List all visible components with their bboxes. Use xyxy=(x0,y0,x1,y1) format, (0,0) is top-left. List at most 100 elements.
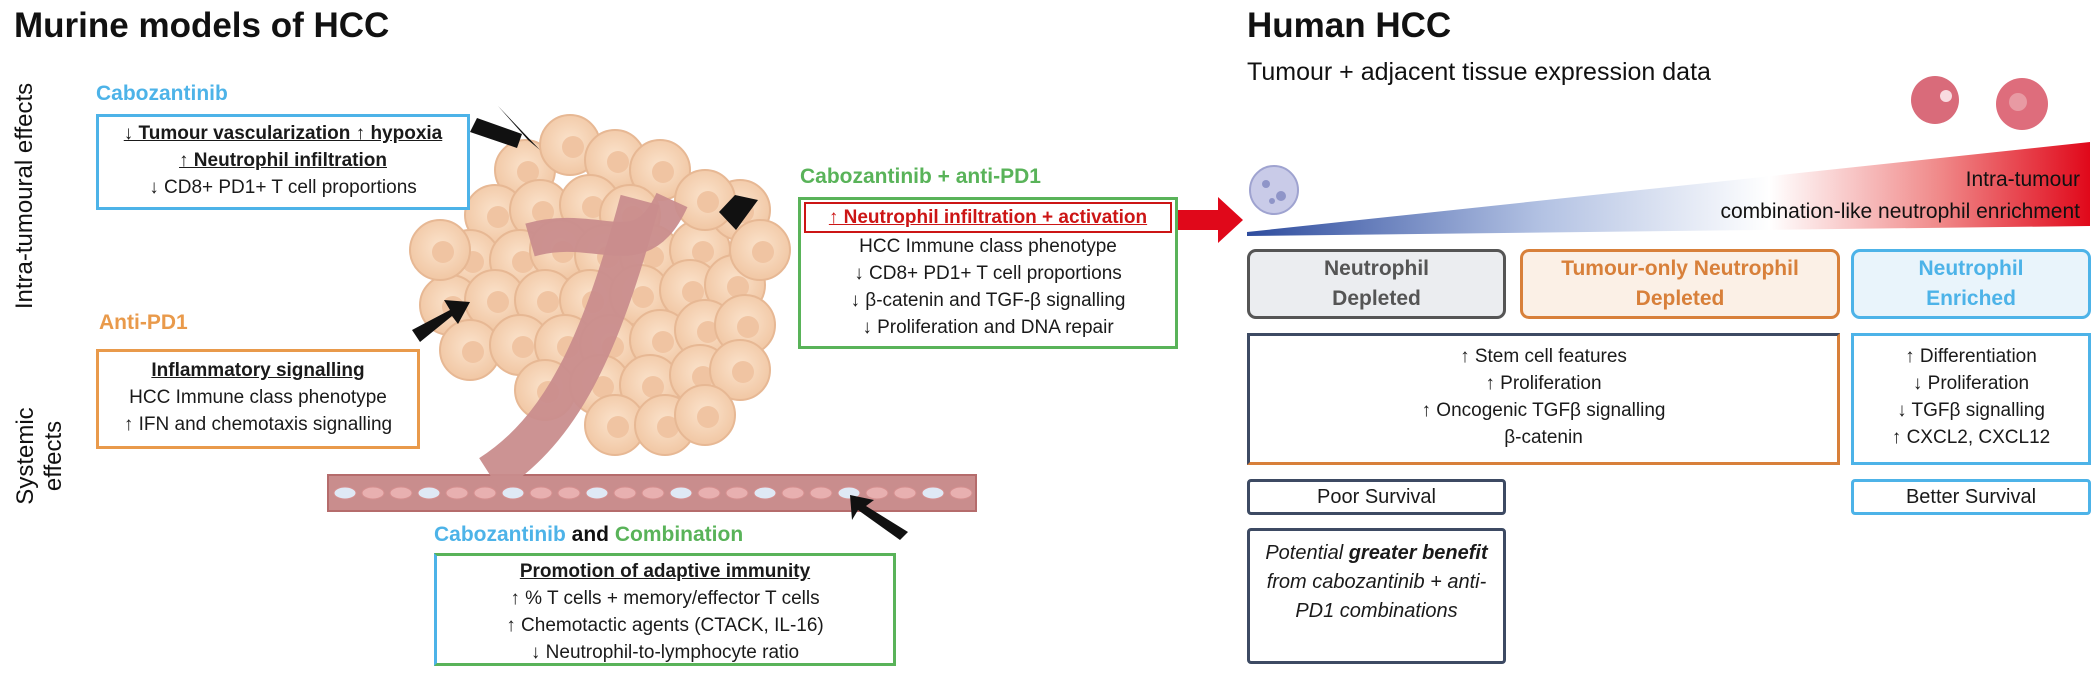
human-title: Human HCC xyxy=(1247,6,1452,45)
category-1-line-1: Neutrophil xyxy=(1324,257,1429,280)
systemic-line-2: ↑ % T cells + memory/effector T cells xyxy=(510,588,820,609)
blood-cell xyxy=(725,486,749,500)
cabozantinib-header: Cabozantinib xyxy=(96,82,228,105)
depleted-feature-3: ↑ Oncogenic TGFβ signalling xyxy=(1421,400,1666,421)
poor-survival-box: Poor Survival xyxy=(1247,479,1506,515)
cabozantinib-line-3: ↓ CD8+ PD1+ T cell proportions xyxy=(149,177,417,198)
blood-cell xyxy=(865,486,889,500)
blood-cell xyxy=(333,486,357,500)
enriched-feature-2: ↓ Proliferation xyxy=(1912,373,2030,394)
tumour-cell-nucleus xyxy=(582,196,604,218)
category-tumour-only-depleted: Tumour-only Neutrophil Depleted xyxy=(1520,249,1840,319)
human-subtitle: Tumour + adjacent tissue expression data xyxy=(1247,58,1711,86)
combo-line-2: HCC Immune class phenotype xyxy=(859,236,1117,257)
tumour-cell-nucleus xyxy=(632,286,654,308)
systemic-header-cabozantinib: Cabozantinib xyxy=(434,523,566,546)
blood-cell xyxy=(389,486,413,500)
systemic-box: Promotion of adaptive immunity ↑ % T cel… xyxy=(434,553,896,666)
blood-cell xyxy=(669,486,693,500)
gradient-label-1: Intra-tumour xyxy=(1965,168,2080,191)
blood-cell xyxy=(809,486,833,500)
tumour-cell-nucleus xyxy=(642,246,664,268)
tumour-cell-nucleus xyxy=(432,241,454,263)
blood-cell xyxy=(753,486,777,500)
tumour-cell-nucleus xyxy=(697,191,719,213)
benefit-text-1: Potential xyxy=(1265,542,1349,564)
benefit-text-3: from cabozantinib + anti-PD1 combination… xyxy=(1266,571,1487,622)
systemic-line-4: ↓ Neutrophil-to-lymphocyte ratio xyxy=(530,642,800,663)
combo-box: ↑ Neutrophil infiltration + activation H… xyxy=(798,197,1178,349)
depleted-feature-1: ↑ Stem cell features xyxy=(1460,346,1627,367)
blood-cell xyxy=(893,486,917,500)
arrow-icon xyxy=(470,106,540,150)
systemic-header-and: and xyxy=(565,523,615,546)
cabozantinib-line-1: ↓ Tumour vascularization ↑ hypoxia xyxy=(123,123,443,144)
tumour-cell-nucleus xyxy=(562,136,584,158)
blood-cell xyxy=(781,486,805,500)
arrow-icon xyxy=(850,495,908,540)
category-3-line-2: Enriched xyxy=(1926,287,2016,310)
tumour-cell-nucleus xyxy=(592,376,614,398)
cabozantinib-box: ↓ Tumour vascularization ↑ hypoxia ↑ Neu… xyxy=(96,114,470,210)
category-1-line-2: Depleted xyxy=(1332,287,1421,310)
tumour-cell-nucleus xyxy=(657,416,679,438)
blood-cell xyxy=(613,486,637,500)
blood-cell xyxy=(417,486,441,500)
tumour-cell-nucleus xyxy=(512,251,534,273)
depleted-feature-2: ↑ Proliferation xyxy=(1485,373,1602,394)
benefit-text-2: greater benefit xyxy=(1348,542,1488,564)
tumour-cell-nucleus xyxy=(487,291,509,313)
tumour-cell-nucleus xyxy=(537,291,559,313)
category-neutrophil-enriched: Neutrophil Enriched xyxy=(1851,249,2091,319)
blood-cell xyxy=(361,486,385,500)
anti-pd1-line-2: HCC Immune class phenotype xyxy=(129,387,387,408)
better-survival-box: Better Survival xyxy=(1851,479,2091,515)
enriched-feature-4: ↑ CXCL2, CXCL12 xyxy=(1891,427,2051,448)
tumour-cell-nucleus xyxy=(697,321,719,343)
blood-cell xyxy=(501,486,525,500)
tumour-cell-nucleus xyxy=(607,151,629,173)
enriched-features-box: ↑ Differentiation ↓ Proliferation ↓ TGFβ… xyxy=(1851,333,2091,465)
category-2-line-2: Depleted xyxy=(1635,287,1725,310)
combo-header: Cabozantinib + anti-PD1 xyxy=(800,165,1041,188)
benefit-box: Potential greater benefit from cabozanti… xyxy=(1247,528,1506,664)
enrichment-gradient xyxy=(1247,142,2090,236)
blood-cell xyxy=(949,486,973,500)
arrow-icon xyxy=(719,195,758,230)
anti-pd1-line-1: Inflammatory signalling xyxy=(151,360,365,381)
arrow-icon xyxy=(412,300,470,342)
blood-cell xyxy=(697,486,721,500)
tumour-cell-nucleus xyxy=(642,376,664,398)
gradient-label-2: combination-like neutrophil enrichment xyxy=(1720,200,2080,223)
blood-cell xyxy=(585,486,609,500)
anti-pd1-header: Anti-PD1 xyxy=(99,311,188,334)
neutrophil-icon xyxy=(1249,165,1299,215)
gradient-label: Intra-tumour combination-like neutrophil… xyxy=(1600,164,2080,228)
enriched-feature-3: ↓ TGFβ signalling xyxy=(1897,400,2045,421)
tumour-cell-nucleus xyxy=(652,161,674,183)
category-2-line-1: Tumour-only Neutrophil xyxy=(1561,257,1799,280)
combo-line-1: ↑ Neutrophil infiltration + activation xyxy=(804,202,1172,233)
tumour-cell-nucleus xyxy=(607,416,629,438)
tumour-cell-nucleus xyxy=(697,406,719,428)
tumour-cell-nucleus xyxy=(732,361,754,383)
systemic-line-3: ↑ Chemotactic agents (CTACK, IL-16) xyxy=(506,615,824,636)
tumour-cell-nucleus xyxy=(652,331,674,353)
systemic-line-1: Promotion of adaptive immunity xyxy=(519,561,811,582)
combo-line-3: ↓ CD8+ PD1+ T cell proportions xyxy=(854,263,1122,284)
anti-pd1-line-3: ↑ IFN and chemotaxis signalling xyxy=(123,414,393,435)
tumour-cell-nucleus xyxy=(682,281,704,303)
tumour-cell-nucleus xyxy=(752,241,774,263)
blood-cell xyxy=(557,486,581,500)
blood-cell xyxy=(445,486,469,500)
combo-line-4: ↓ β-catenin and TGF-β signalling xyxy=(850,290,1126,311)
blood-cell xyxy=(921,486,945,500)
tumour-cell-nucleus xyxy=(512,336,534,358)
blood-cell xyxy=(473,486,497,500)
tumour-cell-nucleus xyxy=(727,276,749,298)
systemic-header-combination: Combination xyxy=(614,523,744,546)
tumour-cell-nucleus xyxy=(737,316,759,338)
tumour-cell-nucleus xyxy=(692,366,714,388)
tumour-cell-nucleus xyxy=(517,161,539,183)
